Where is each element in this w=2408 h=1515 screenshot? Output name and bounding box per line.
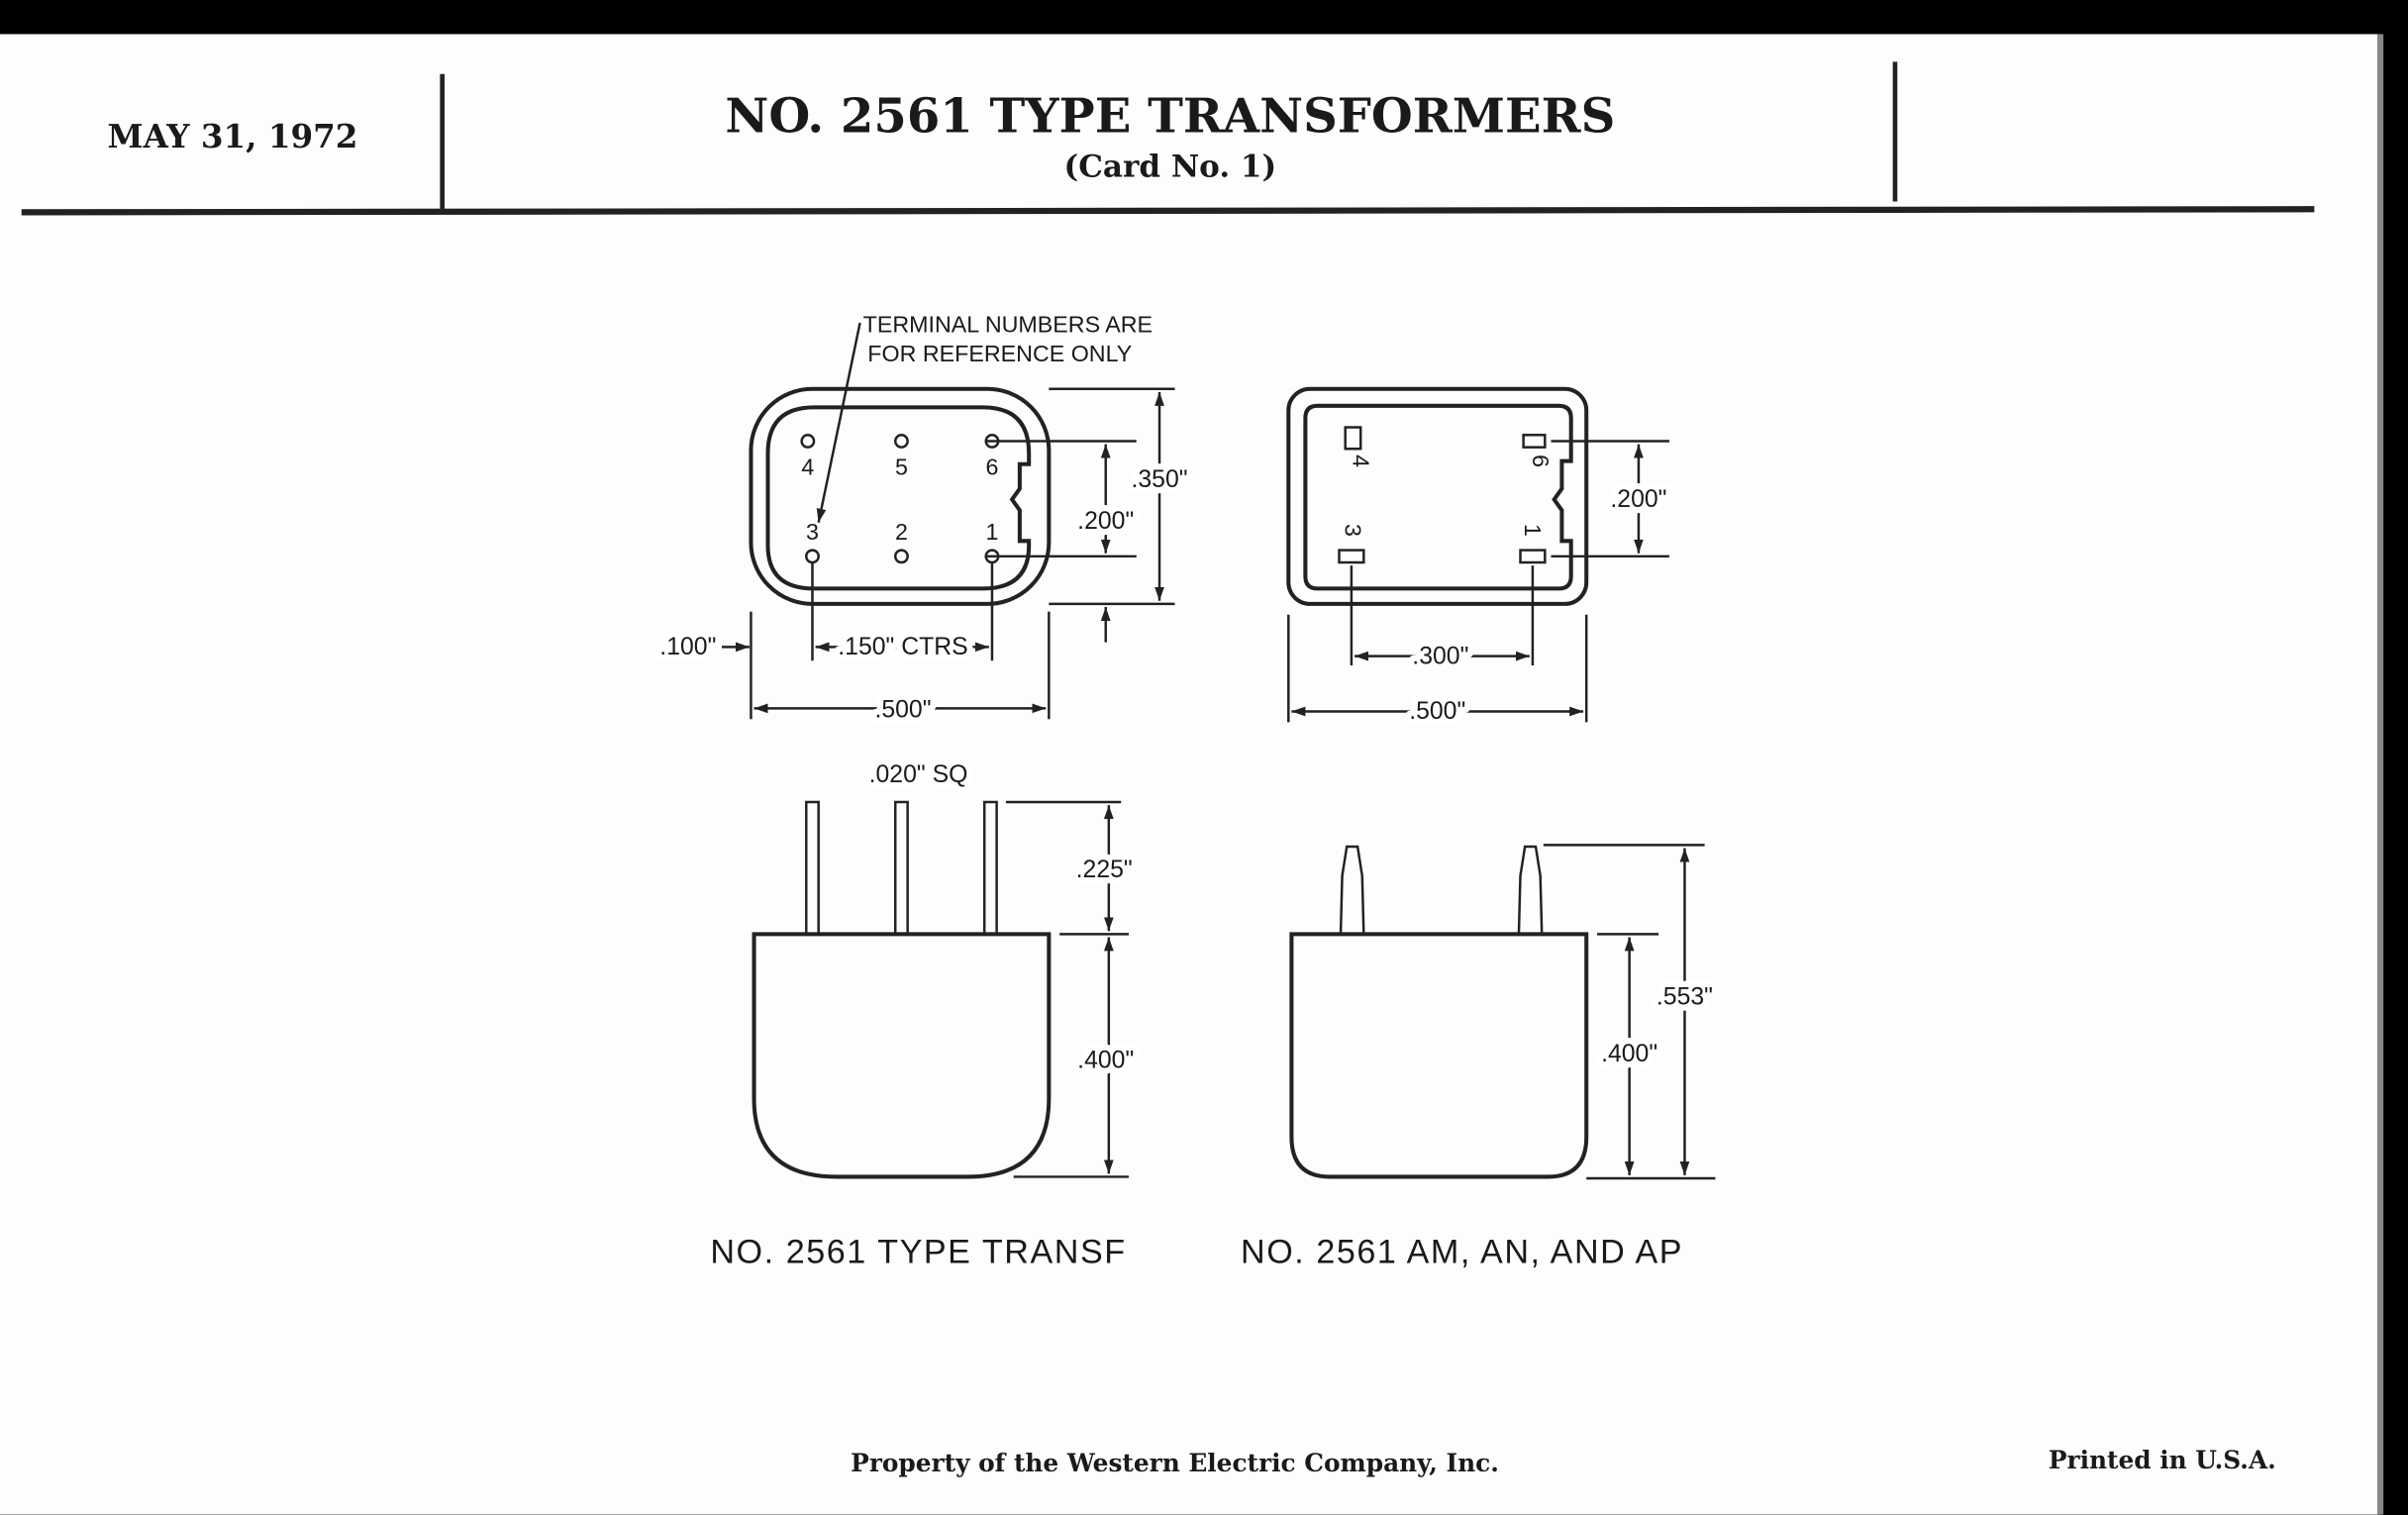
terminal-pads <box>1338 426 1547 564</box>
dimension-label: .500" <box>1409 698 1465 725</box>
page-title: NO. 2561 TYPE TRANSFORMERS <box>725 89 1615 145</box>
dimension-label: .350" <box>1131 466 1187 493</box>
side-view-2561-am-an-ap: .400" .553" NO. 2561 AM, AN, AND AP <box>1241 844 1719 1270</box>
terminal-label: 5 <box>895 454 908 480</box>
terminal-label: 3 <box>1341 524 1366 537</box>
terminal-label: 1 <box>985 519 998 545</box>
header-rule <box>21 206 2315 216</box>
dimension-label: .100" <box>659 634 716 660</box>
header: MAY 31, 1972 NO. 2561 TYPE TRANSFORMERS … <box>21 61 2315 216</box>
card-number: (Card No. 1) <box>1064 150 1277 185</box>
terminal-label: 6 <box>985 454 998 480</box>
dimension-label: .200" <box>1077 508 1134 535</box>
property-notice: Property of the Western Electric Company… <box>851 1449 1499 1477</box>
note: FOR REFERENCE ONLY <box>867 341 1132 366</box>
dimension-label: .400" <box>1601 1041 1657 1067</box>
dimension-label: .200" <box>1610 486 1666 513</box>
card-paper <box>0 34 2381 1515</box>
top-view-2561: 4 5 6 3 2 1 TERMINAL NUMBERS ARE FOR REF… <box>653 311 1194 730</box>
printed-notice: Printed in U.S.A. <box>2049 1446 2276 1474</box>
caption: NO. 2561 AM, AN, AND AP <box>1241 1233 1683 1270</box>
dimension-label: .225" <box>1076 857 1133 883</box>
dimension-label: .553" <box>1656 984 1713 1011</box>
dimension-label: .300" <box>1412 643 1468 669</box>
terminal-label: 3 <box>806 519 819 545</box>
top-view-2561-am-an-ap: 4 6 3 1 .200" .300" .500" <box>1286 386 1673 731</box>
leader-arrow <box>816 322 861 523</box>
terminal-label: 4 <box>801 454 814 480</box>
side-view-2561: .020" SQ .225" .400" NO. 2561 TYPE TRANS… <box>710 756 1140 1271</box>
dimension-label: .150" CTRS <box>838 634 967 660</box>
dimension-label: .400" <box>1077 1047 1134 1073</box>
pin-note: .020" SQ <box>869 761 968 788</box>
caption: NO. 2561 TYPE TRANSF <box>710 1233 1126 1270</box>
date: MAY 31, 1972 <box>108 117 358 155</box>
terminal-label: 1 <box>1520 524 1546 537</box>
terminal-label: 6 <box>1528 454 1554 467</box>
note: TERMINAL NUMBERS ARE <box>863 311 1153 337</box>
dimension-label: .500" <box>874 697 931 724</box>
terminal-label: 4 <box>1348 454 1373 467</box>
terminal-label: 2 <box>895 519 908 545</box>
